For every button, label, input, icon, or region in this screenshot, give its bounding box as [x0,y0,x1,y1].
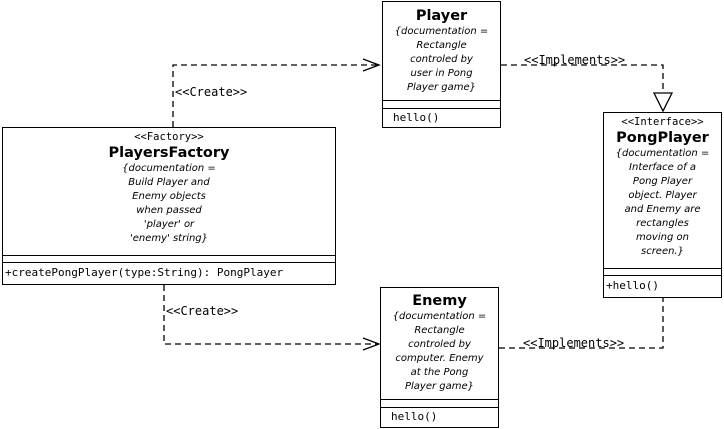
class-player-name: Player [415,8,468,24]
class-playersfactory: <<Factory>> PlayersFactory {documentatio… [2,127,336,285]
class-player-method: hello() [393,111,440,124]
implements-player-arrowhead [652,92,674,113]
create-player-label: <<Create>> [175,85,248,99]
interface-pongplayer-divider-2 [604,275,721,276]
implements-enemy-label: <<Implements>> [523,336,625,350]
class-player-divider-1 [383,100,500,101]
implements-player-label: <<Implements>> [524,53,626,67]
create-enemy-connector [163,285,378,345]
create-player-arrowhead [362,58,381,72]
interface-pongplayer-header: <<Interface>> PongPlayer {documentation … [604,113,721,259]
class-enemy-divider-1 [381,399,498,400]
class-player-divider-2 [383,108,500,109]
class-playersfactory-name: PlayersFactory [108,145,230,161]
class-enemy: Enemy {documentation = Rectangle control… [380,287,499,428]
class-playersfactory-header: <<Factory>> PlayersFactory {documentatio… [3,128,335,246]
interface-pongplayer-doc: {documentation = Interface of a Pong Pla… [615,148,710,257]
class-enemy-name: Enemy [412,293,467,309]
class-enemy-method: hello() [391,410,438,423]
class-playersfactory-divider-1 [3,255,335,256]
class-enemy-doc: {documentation = Rectangle controled by … [392,311,487,392]
implements-player-connector [501,64,664,93]
implements-enemy-connector [499,289,664,349]
interface-pongplayer: <<Interface>> PongPlayer {documentation … [603,112,722,298]
interface-pongplayer-stereotype: <<Interface>> [621,116,704,128]
create-player-connector [172,64,378,127]
interface-pongplayer-name: PongPlayer [616,130,709,146]
class-playersfactory-doc: {documentation = Build Player and Enemy … [122,163,216,244]
interface-pongplayer-method: +hello() [606,279,659,292]
class-player: Player {documentation = Rectangle contro… [382,1,501,128]
class-playersfactory-stereotype: <<Factory>> [134,131,204,143]
class-player-header: Player {documentation = Rectangle contro… [383,2,500,95]
class-enemy-divider-2 [381,407,498,408]
interface-pongplayer-divider-1 [604,268,721,269]
class-player-doc: {documentation = Rectangle controled by … [394,26,489,93]
create-enemy-arrowhead [362,337,381,351]
class-playersfactory-divider-2 [3,262,335,263]
create-enemy-label: <<Create>> [166,304,239,318]
class-enemy-header: Enemy {documentation = Rectangle control… [381,288,498,394]
class-playersfactory-method: +createPongPlayer(type:String): PongPlay… [5,266,284,279]
